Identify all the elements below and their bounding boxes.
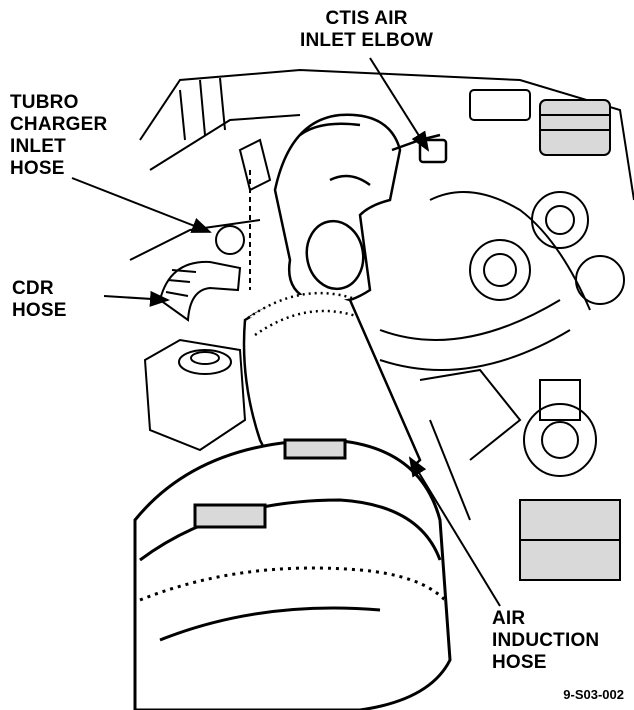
air-induction-hose-label: AIR INDUCTION HOSE [492, 608, 599, 674]
air-label-line2: INDUCTION [492, 630, 600, 651]
turbo-label-line4: HOSE [10, 158, 65, 179]
turbo-label-line3: INLET [10, 136, 66, 157]
turbo-label-line1: TUBRO [10, 92, 79, 113]
air-cleaner [133, 438, 452, 710]
cdr-leader [103, 290, 170, 307]
air-label-line1: AIR [492, 608, 526, 629]
cdr-hose [158, 260, 242, 322]
cdr-hose-label: CDR HOSE [12, 278, 67, 322]
ctis-elbow [273, 113, 448, 305]
leader-lines [71, 57, 501, 607]
turbo-label-line2: CHARGER [10, 114, 108, 135]
cdr-label-line1: CDR [12, 278, 54, 299]
engine-bay-outline [129, 68, 634, 581]
turbo-inlet-hose-label: TUBRO CHARGER INLET HOSE [10, 92, 107, 180]
ctis-label-line2: INLET ELBOW [300, 30, 434, 51]
air-leader [408, 456, 501, 607]
ctis-elbow-label: CTIS AIR INLET ELBOW [300, 8, 433, 52]
air-label-line3: HOSE [492, 652, 547, 673]
turbo-leader [71, 177, 212, 233]
ctis-label-line1: CTIS AIR [325, 8, 408, 29]
reservoir [143, 338, 247, 452]
figure-id: 9-S03-002 [563, 687, 624, 702]
cdr-label-line2: HOSE [12, 300, 67, 321]
ctis-leader [369, 57, 430, 152]
